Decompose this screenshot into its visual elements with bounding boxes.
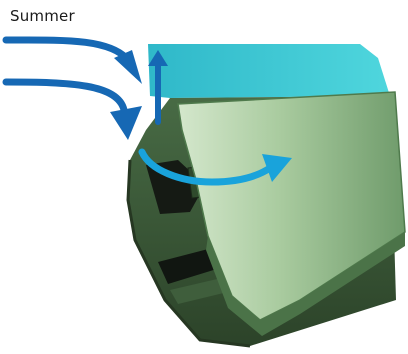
season-label: Summer <box>10 7 75 25</box>
incoming-arrow-lower <box>6 82 124 110</box>
incoming-arrow-lower-head <box>110 106 142 140</box>
top-panel <box>148 44 390 98</box>
incoming-arrow-upper <box>6 40 128 60</box>
